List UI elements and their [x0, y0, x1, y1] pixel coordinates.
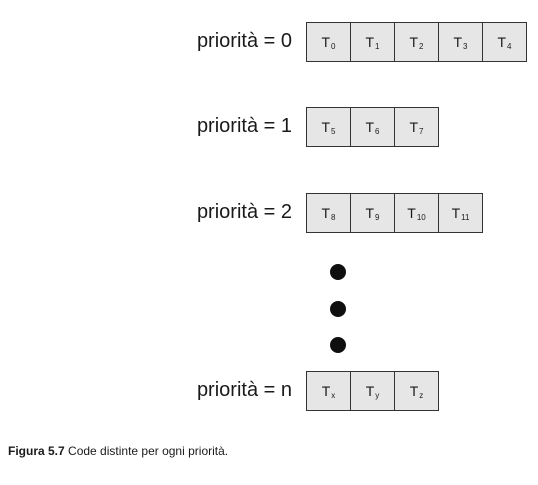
task-subscript: 5	[331, 127, 336, 136]
figure-caption-text: Code distinte per ogni priorità.	[68, 444, 229, 458]
figure-caption: Figura 5.7 Code distinte per ogni priori…	[8, 443, 228, 459]
task-subscript: 10	[416, 213, 426, 222]
task-letter: T	[497, 34, 507, 50]
task-letter: T	[409, 119, 419, 135]
figure-number: Figura 5.7	[8, 444, 65, 458]
task-letter: T	[321, 205, 331, 221]
priority-label: priorità = 0	[196, 30, 292, 52]
task-subscript: 8	[331, 213, 336, 222]
task-letter: T	[365, 205, 375, 221]
task-letter: T	[407, 205, 416, 221]
task-letter: T	[365, 34, 375, 50]
task-subscript: 9	[375, 213, 380, 222]
ellipsis-dot	[330, 337, 346, 353]
task-letter: T	[453, 34, 463, 50]
priority-label: priorità = 1	[196, 115, 292, 137]
task-letter: T	[365, 383, 375, 399]
task-subscript: 7	[419, 127, 424, 136]
priority-label: priorità = n	[196, 379, 292, 401]
task-letter: T	[409, 34, 419, 50]
task-subscript: 3	[463, 42, 468, 51]
priority-label: priorità = 2	[196, 201, 292, 223]
task-subscript: 2	[419, 42, 424, 51]
ellipsis-dot	[330, 301, 346, 317]
task-letter: T	[365, 119, 375, 135]
task-subscript: 11	[461, 213, 470, 222]
task-subscript: 0	[331, 42, 336, 51]
task-subscript: 6	[375, 127, 380, 136]
task-subscript: 1	[375, 42, 380, 51]
task-letter: T	[321, 119, 331, 135]
task-subscript: x	[331, 391, 336, 400]
task-letter: T	[409, 383, 419, 399]
task-letter: T	[321, 34, 331, 50]
task-letter: T	[321, 383, 331, 399]
ellipsis-dot	[330, 264, 346, 280]
task-subscript: 4	[507, 42, 512, 51]
task-subscript: y	[375, 391, 380, 400]
task-letter: T	[451, 205, 461, 221]
task-subscript: z	[419, 391, 424, 400]
